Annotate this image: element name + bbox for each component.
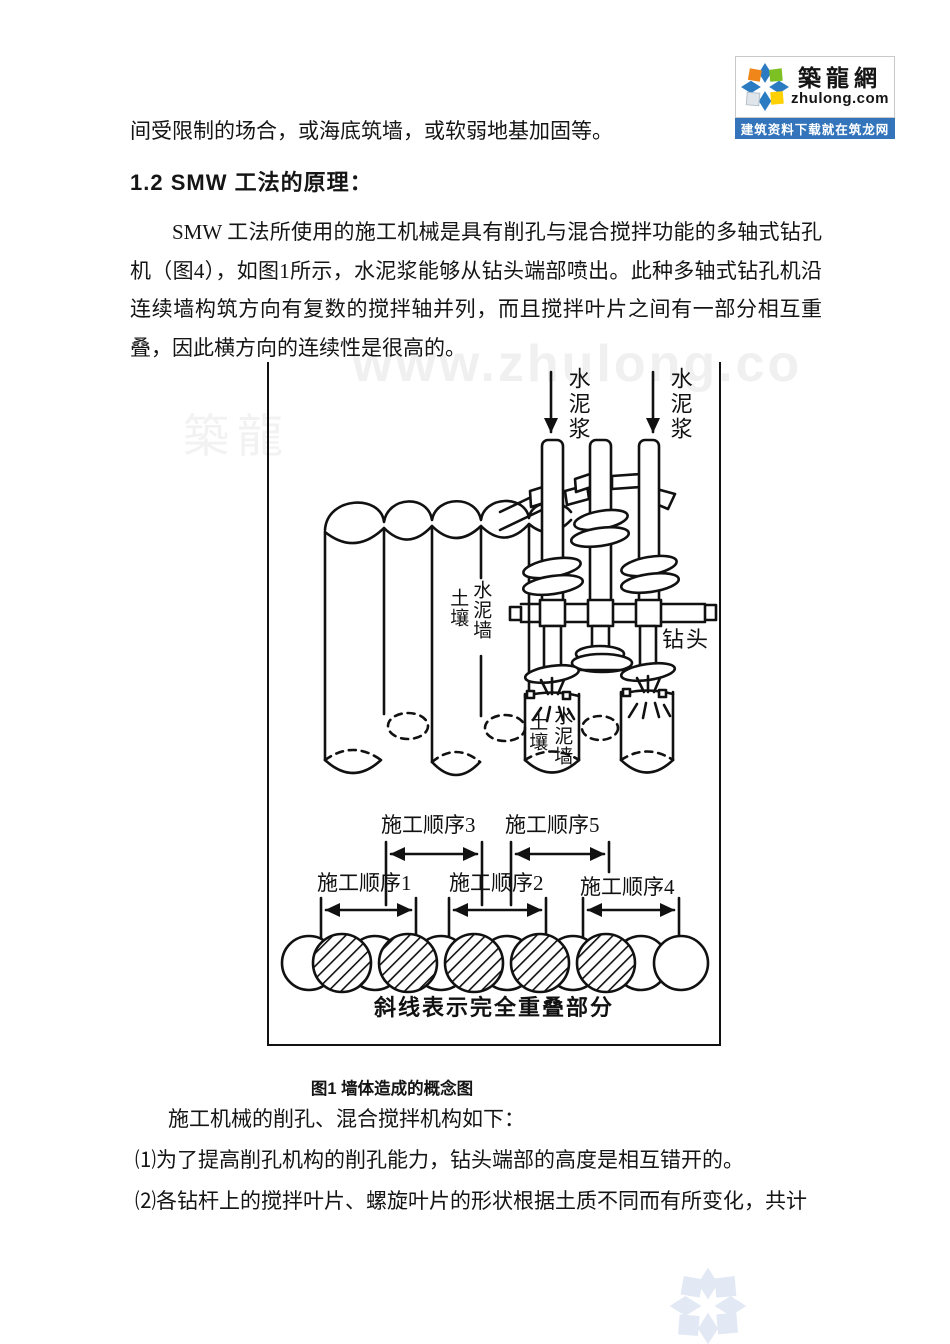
label-cement-slurry-right: 水泥浆: [667, 367, 693, 442]
figure-drawing: [280, 370, 718, 994]
logo-text: 築龍網 zhulong.com: [790, 66, 890, 108]
label-overlap-note: 斜线表示完全重叠部分: [373, 995, 614, 1020]
figure-box: 水泥浆 水泥浆 土壤 水泥墙 钻头 土壤 水泥墙 施工顺序3 施工顺序5 施工顺…: [267, 362, 721, 1046]
label-cement-wall-left: 水泥墙: [470, 580, 492, 640]
zhulong-logo-icon: [741, 63, 789, 111]
zhulong-logo-box: 築龍網 zhulong.com: [735, 56, 895, 118]
label-cement-slurry-left: 水泥浆: [565, 367, 591, 442]
list-item-2: ⑵各钻杆上的搅拌叶片、螺旋叶片的形状根据土质不同而有所变化，共计: [135, 1189, 807, 1213]
body-line-1: 间受限制的场合，或海底筑墙，或软弱地基加固等。: [130, 119, 613, 143]
label-sequence-2: 施工顺序2: [449, 871, 544, 895]
label-cement-wall-bottom: 水泥墙: [551, 706, 573, 766]
label-soil-bottom: 土壤: [526, 712, 548, 752]
zhulong-watermark-icon: [669, 1267, 747, 1344]
body-paragraph: SMW 工法所使用的施工机械是具有削孔与混合搅拌功能的多轴式钻孔机（图4），如图…: [130, 220, 822, 360]
watermark-www-text: www.zhulong.co: [352, 335, 803, 393]
label-soil-left: 土壤: [447, 588, 469, 628]
logo-domain: zhulong.com: [791, 90, 889, 108]
label-sequence-4: 施工顺序4: [580, 875, 675, 899]
list-item-1: ⑴为了提高削孔机构的削孔能力，钻头端部的高度是相互错开的。: [135, 1148, 744, 1172]
label-sequence-5: 施工顺序5: [505, 813, 600, 837]
logo-title: 築龍網: [798, 66, 882, 92]
logo-banner: 建筑资料下载就在筑龙网: [735, 118, 895, 139]
figure-caption: 图1 墙体造成的概念图: [310, 1080, 474, 1098]
label-sequence-1: 施工顺序1: [317, 871, 412, 895]
header-logo: 築龍網 zhulong.com 建筑资料下载就在筑龙网: [735, 56, 895, 139]
section-heading: 1.2 SMW 工法的原理：: [130, 170, 373, 195]
label-sequence-3: 施工顺序3: [381, 813, 476, 837]
label-drill-head: 钻头: [662, 627, 711, 652]
body-line-2: 施工机械的削孔、混合搅拌机构如下：: [168, 1107, 525, 1131]
watermark-zhulong-cn: 築龍: [183, 411, 291, 462]
